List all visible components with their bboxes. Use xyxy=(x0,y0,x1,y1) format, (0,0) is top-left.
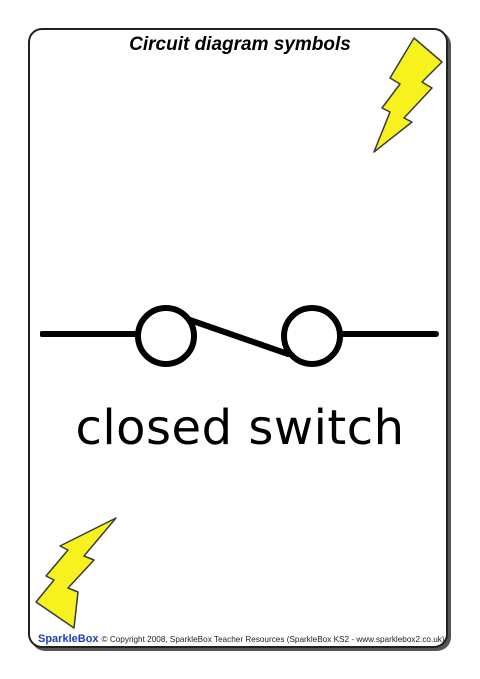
lightning-bolt-bottom-shape xyxy=(35,517,117,629)
footer: SparkleBox © Copyright 2008, SparkleBox … xyxy=(38,632,450,646)
copyright-text: © Copyright 2008, SparkleBox Teacher Res… xyxy=(101,634,445,644)
lightning-bolt-icon xyxy=(35,517,117,629)
symbol-label: closed switch xyxy=(75,400,405,456)
switch-lever xyxy=(187,317,291,357)
lightning-bolt-icon xyxy=(373,37,443,153)
left-terminal xyxy=(135,305,197,367)
card-title: Circuit diagram symbols xyxy=(129,34,351,55)
lightning-bolt-top-shape xyxy=(373,37,443,153)
right-terminal xyxy=(281,305,343,367)
closed-switch-symbol-icon xyxy=(40,305,439,367)
sparklebox-logo: SparkleBox xyxy=(38,633,99,645)
